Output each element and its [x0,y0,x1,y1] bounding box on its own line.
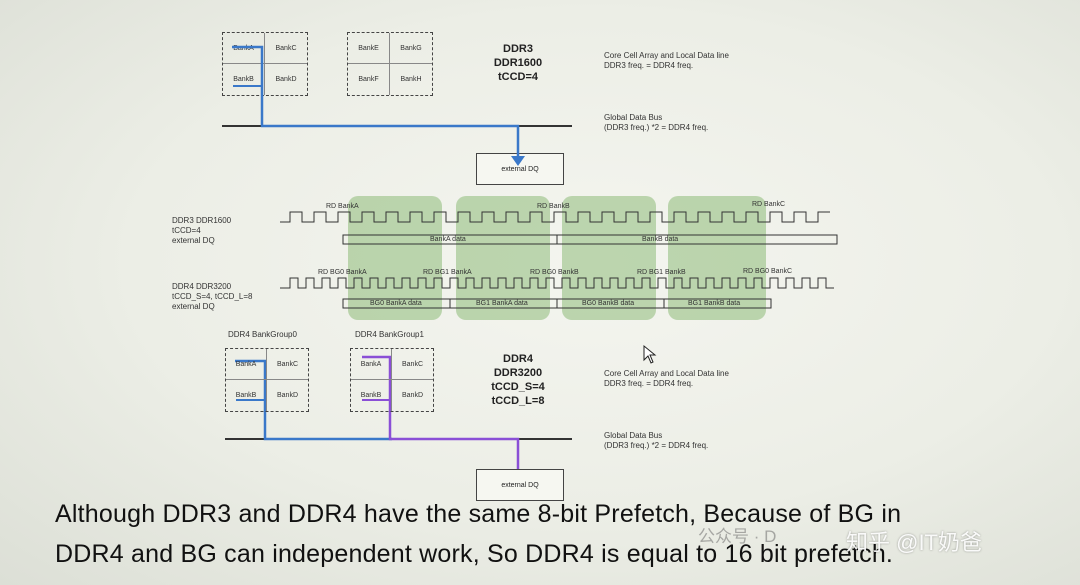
bank-cell: BankC [265,33,307,64]
bank-cell: BankD [275,76,297,83]
ddr3-data-label: BankA data [430,236,466,243]
bank-cell: BankB [351,380,392,411]
ddr4-title: DDR4 DDR3200 tCCD_S=4 tCCD_L=8 [478,352,558,408]
ddr3-bus-note: Global Data Bus (DDR3 freq.) *2 = DDR4 f… [604,113,708,133]
ddr4-data-label: BG1 BankB data [688,300,741,307]
ddr4-read-cmd: RD BG1 BankA [423,269,472,276]
ddr4-bg1-path [362,355,520,474]
move-cursor-icon [643,344,657,364]
ddr3-core-note: Core Cell Array and Local Data line DDR3… [604,51,729,71]
dq-label: external DQ [501,481,539,489]
timing-label: DDR3 DDR1600 [172,216,232,225]
ddr3-read-cmd: RD BankB [537,203,570,210]
ddr4-bankgroup0-array: BankA BankC BankB BankD [225,348,309,412]
ddr4-read-cmd: RD BG0 BankA [318,269,367,276]
ddr3-arrow-head [511,156,525,166]
ddr4-timing-labels: DDR4 DDR3200 tCCD_S=4, tCCD_L=8 external… [172,282,252,312]
note-line: (DDR3 freq.) *2 = DDR4 freq. [604,441,709,450]
note-line: Global Data Bus [604,431,663,440]
note-line: Core Cell Array and Local Data line [604,51,729,60]
ddr4-bg1-bankb-bar [663,298,772,309]
wechat-watermark: 公众号 · D [698,527,777,546]
title-line: DDR1600 [493,57,543,69]
ddr3-data-label: BankB data [642,236,679,243]
note-line: DDR3 freq. = DDR4 freq. [604,379,694,388]
note-line: DDR3 freq. = DDR4 freq. [604,61,694,70]
ddr4-read-cmd: RD BG1 BankB [637,269,686,276]
bank-cell: BankD [276,392,298,399]
zhihu-watermark: 知乎 @IT奶爸 [846,530,982,555]
caption-line-1: Although DDR3 and DDR4 have the same 8-b… [55,500,902,528]
bank-cell: BankE [348,33,390,64]
bank-cell: BankH [400,76,422,83]
bank-cell: BankB [226,380,267,411]
ddr3-read-cmd: RD BankC [752,201,786,208]
bank-cell: BankB [223,64,265,95]
ddr3-bankb-data-bar [556,234,838,245]
ddr4-external-dq-box: external DQ [476,469,564,501]
title-line: tCCD=4 [497,71,539,83]
ddr3-clock-wave [280,211,830,223]
ddr4-data-label: BG0 BankB data [582,300,635,307]
bank-cell: BankF [348,64,390,95]
title-line: tCCD_S=4 [491,381,545,393]
ddr4-bus-note: Global Data Bus (DDR3 freq.) *2 = DDR4 f… [604,431,708,451]
ddr4-data-label: BG1 BankA data [476,300,528,307]
ddr4-read-cmd: RD BG0 BankB [530,269,579,276]
title-line: DDR3200 [493,367,543,379]
note-line: Global Data Bus [604,113,663,122]
timing-label: external DQ [172,302,215,311]
ddr4-bankgroup1-array: BankA BankC BankB BankD [350,348,434,412]
bank-cell: BankC [267,349,308,380]
bank-cell: BankA [226,349,267,380]
caption-line-2: DDR4 and BG can independent work, So DDR… [55,540,894,568]
bank-cell: BankG [390,33,432,64]
note-line: Core Cell Array and Local Data line [604,369,729,378]
ddr3-timing-labels: DDR3 DDR1600 tCCD=4 external DQ [172,216,231,246]
bank-cell: BankD [401,392,423,399]
ddr4-read-cmd: RD BG0 BankC [743,268,793,275]
ddr4-core-note: Core Cell Array and Local Data line DDR3… [604,369,729,389]
dq-label: external DQ [501,165,539,173]
timing-label: DDR4 DDR3200 [172,282,232,291]
ddr3-title: DDR3 DDR1600 tCCD=4 [478,42,558,84]
ddr3-read-cmd: RD BankA [326,203,359,210]
ddr4-clock-wave [280,277,834,289]
ddr4-data-label: BG0 BankA data [370,300,422,307]
title-line: DDR4 [503,353,533,365]
ddr4-bankgroup1-label: DDR4 BankGroup1 [355,330,424,339]
timing-label: external DQ [172,236,215,245]
timing-label: tCCD=4 [172,226,201,235]
ddr3-bank-array-2: BankE BankG BankF BankH [347,32,433,96]
title-line: tCCD_L=8 [491,395,545,407]
bank-cell: BankC [392,349,433,380]
bank-cell: BankA [351,349,392,380]
title-line: DDR3 [503,43,533,55]
ddr3-data-path [232,45,520,160]
ddr4-bankgroup0-label: DDR4 BankGroup0 [228,330,297,339]
note-line: (DDR3 freq.) *2 = DDR4 freq. [604,123,709,132]
timing-label: tCCD_S=4, tCCD_L=8 [172,292,253,301]
